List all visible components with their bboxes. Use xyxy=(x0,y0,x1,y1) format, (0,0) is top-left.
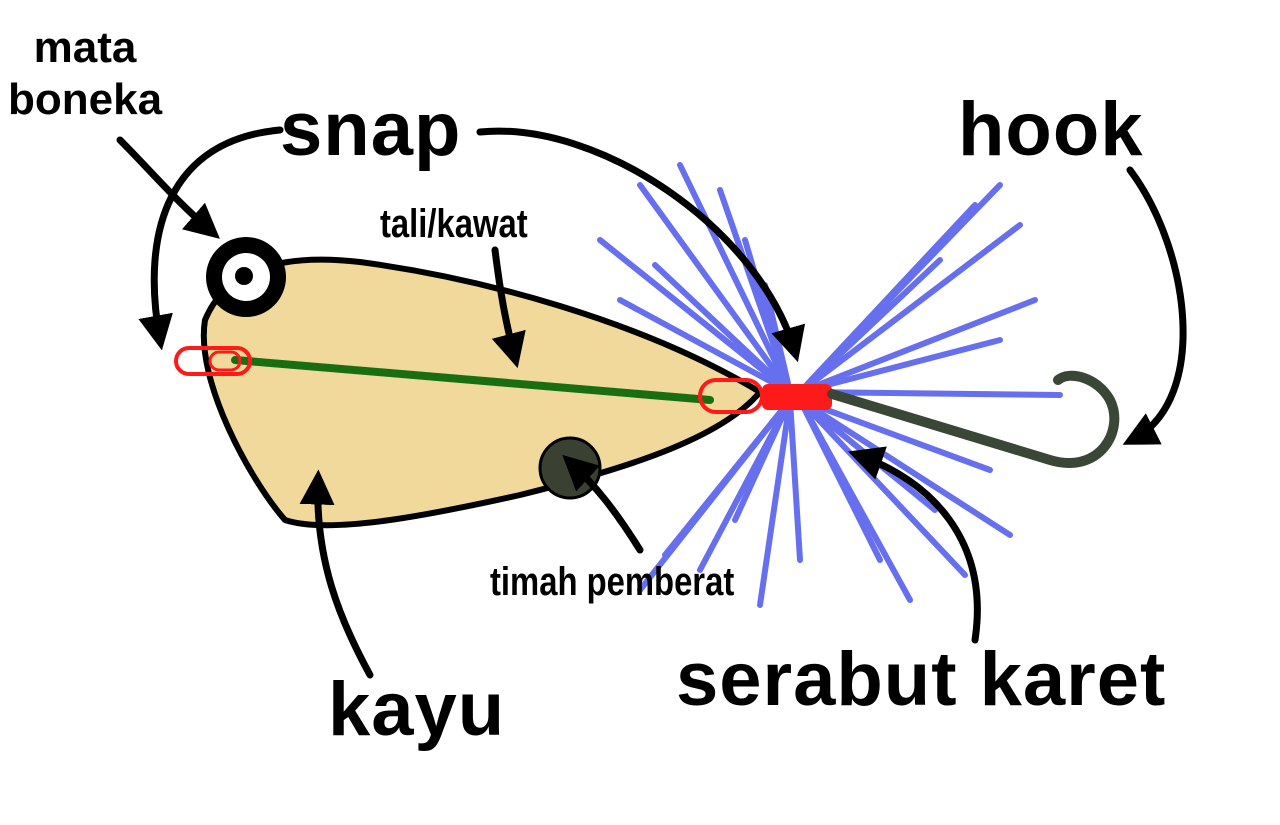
label-mata-boneka: mata boneka xyxy=(8,22,162,126)
arrow-snap-front xyxy=(138,126,284,351)
arrow-snap-rear xyxy=(476,127,806,363)
wooden-body xyxy=(200,256,763,529)
front-snap-inner xyxy=(208,350,242,372)
label-kayu: kayu xyxy=(328,667,506,752)
label-serabut-karet: serabut karet xyxy=(676,637,1167,722)
label-tali-kawat: tali/kawat xyxy=(380,202,528,246)
arrow-serabut-karet xyxy=(848,446,981,644)
doll-eye-pupil xyxy=(235,267,253,285)
rear-snap-fill xyxy=(762,384,832,410)
arrow-tali-kawat xyxy=(491,246,526,369)
hook xyxy=(827,370,1120,468)
label-timah-pemberat: timah pemberat xyxy=(490,560,735,604)
arrow-mata-boneka xyxy=(116,136,220,239)
arrow-hook xyxy=(1122,166,1187,445)
label-hook: hook xyxy=(958,87,1144,172)
front-snap-loop xyxy=(174,346,252,376)
arrow-kayu xyxy=(299,469,374,679)
label-snap: snap xyxy=(280,87,462,172)
lead-weight xyxy=(538,436,602,500)
label-mata-boneka-text: mata boneka xyxy=(8,23,163,124)
rubber-fibers xyxy=(597,162,1063,608)
wire xyxy=(231,356,714,404)
arrow-timah-pemberat xyxy=(562,454,644,554)
